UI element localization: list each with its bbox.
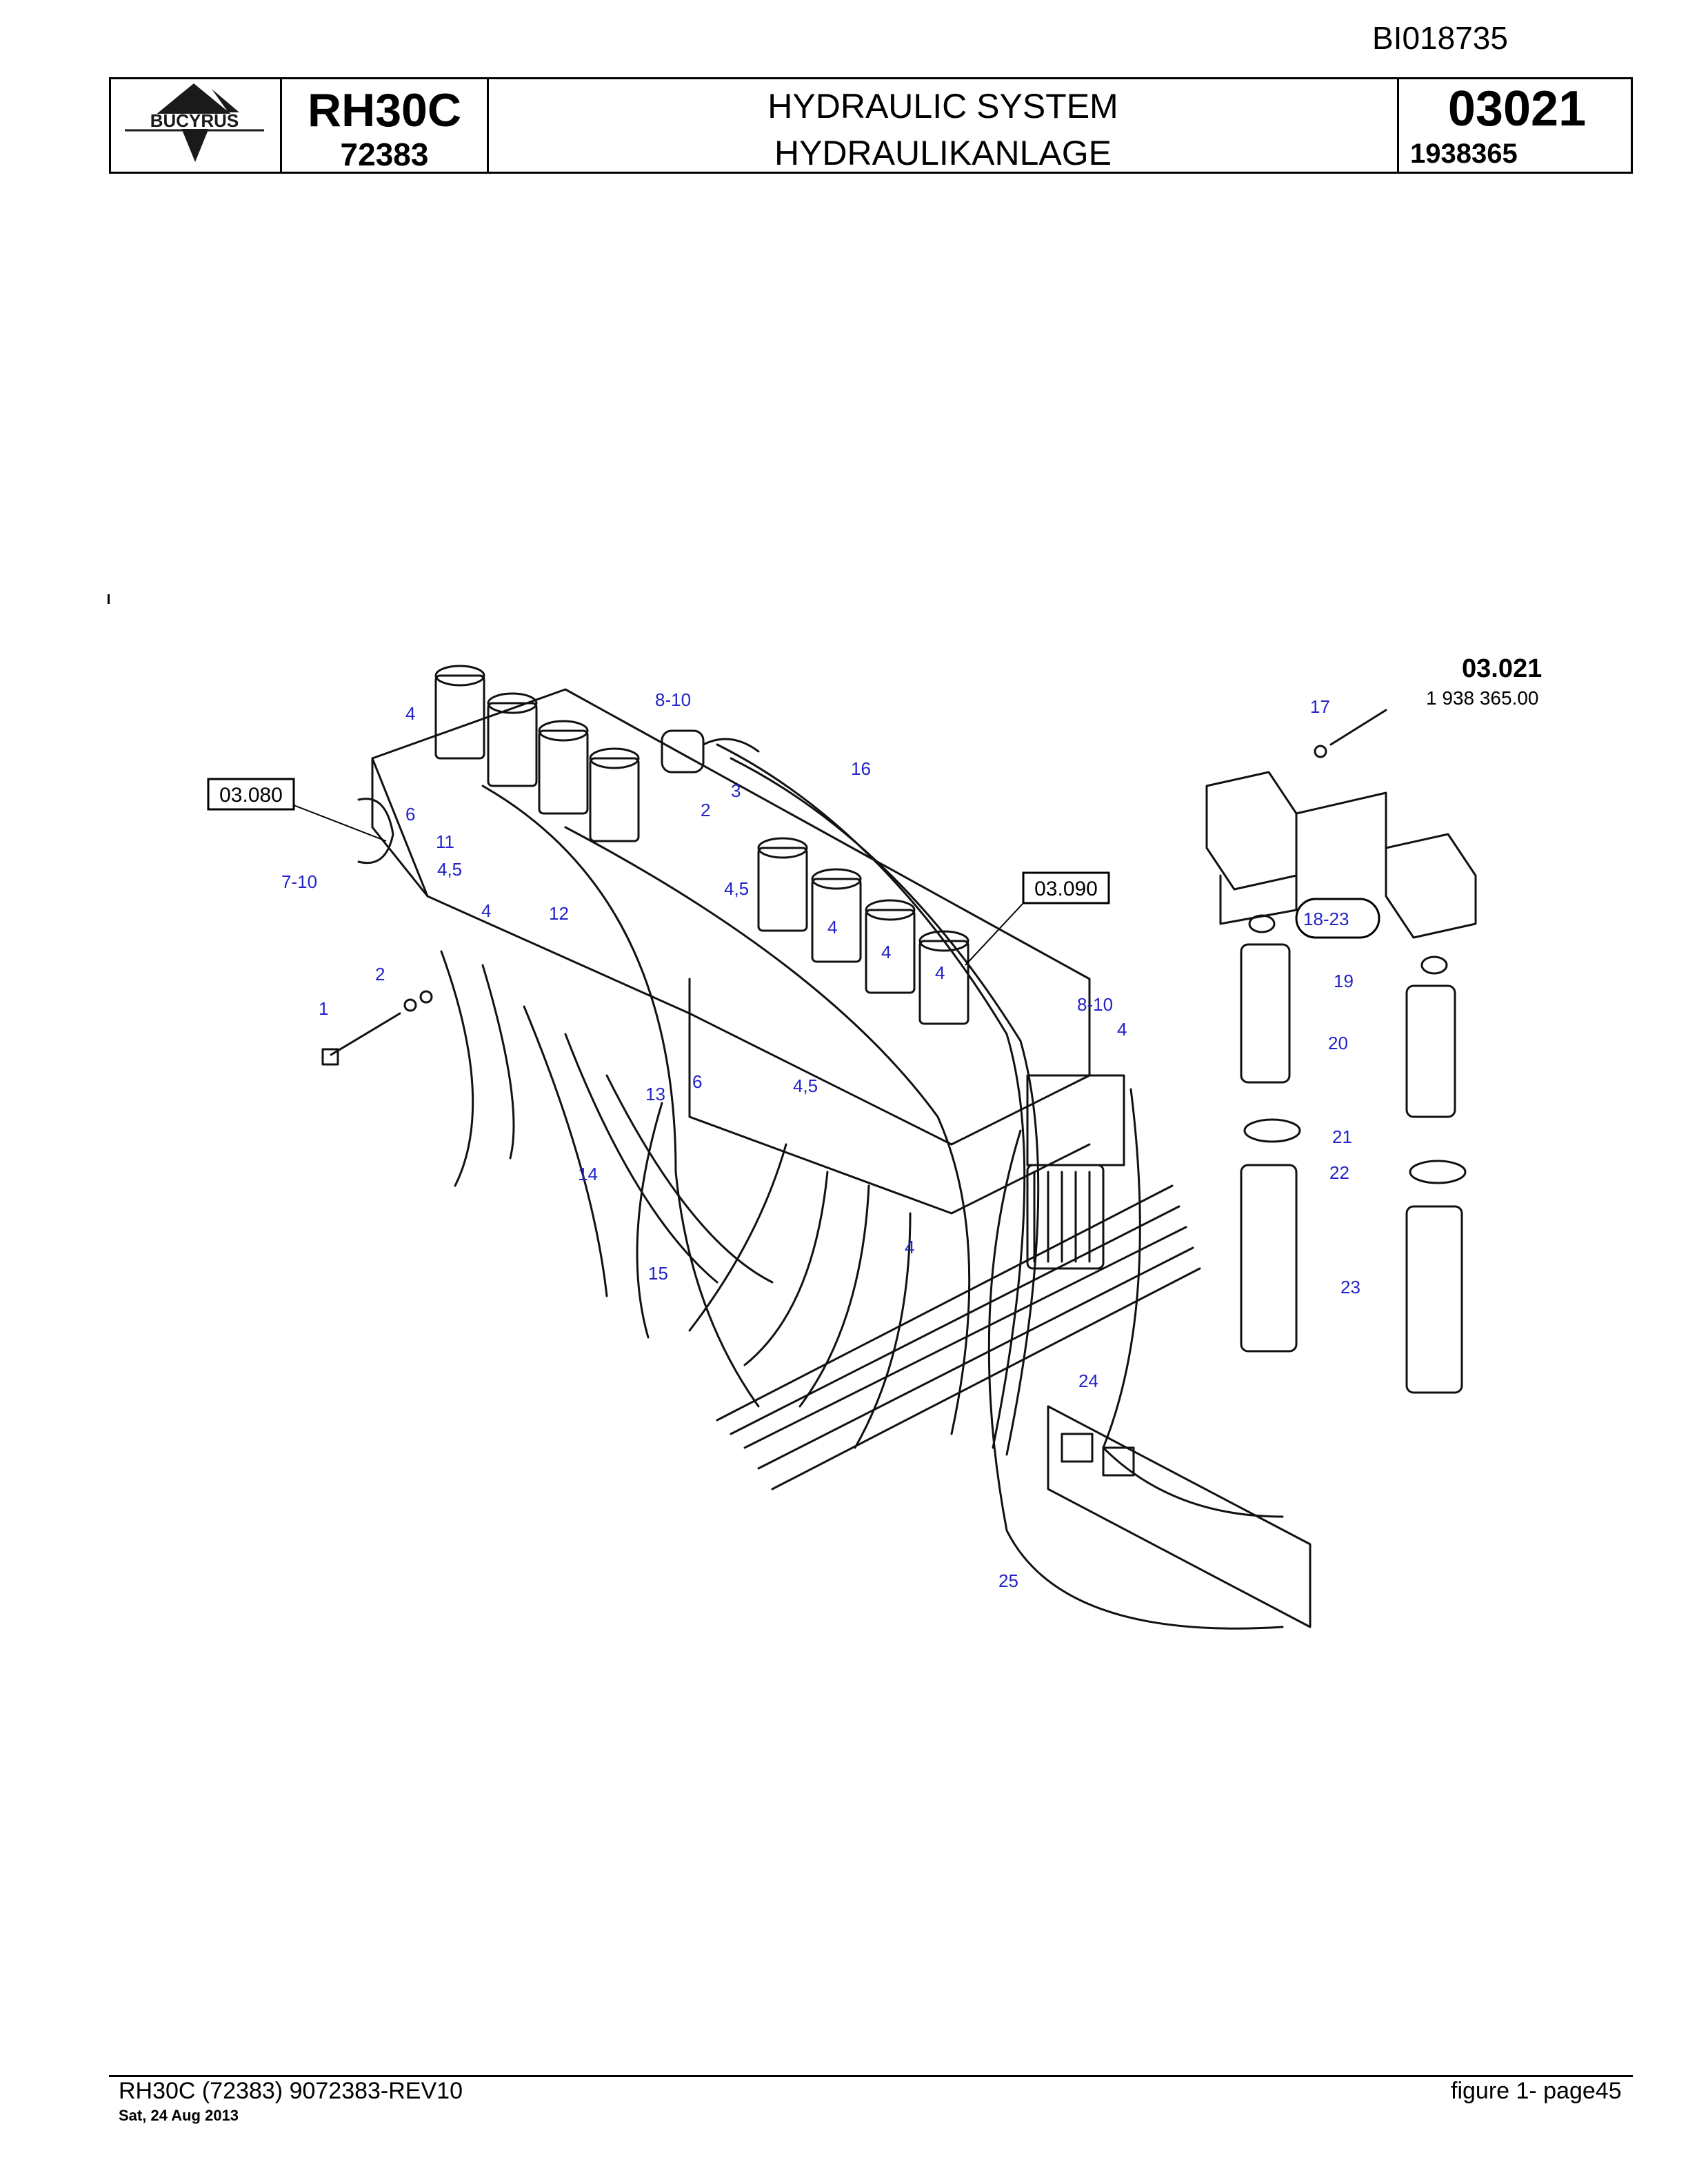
callout: 4	[405, 703, 415, 724]
callout: 4	[935, 962, 945, 983]
footer-page: figure 1- page45	[1451, 2078, 1622, 2104]
callout: 17	[1310, 696, 1330, 717]
callout: 16	[851, 758, 871, 779]
footer-date: Sat, 24 Aug 2013	[119, 2107, 239, 2124]
drawing-sub-number: 1 938 365.00	[1426, 687, 1539, 709]
callout: 8-10	[1077, 994, 1113, 1015]
callout: 19	[1334, 971, 1354, 991]
number-cell: 03021 1938365	[1399, 79, 1635, 172]
document-id: BI018735	[1372, 20, 1508, 56]
callout: 25	[998, 1570, 1018, 1591]
callout: 4	[881, 942, 891, 962]
section-number: 03021	[1447, 81, 1587, 136]
brand-text: BUCYRUS	[150, 110, 239, 131]
callout: 6	[405, 804, 415, 825]
callout: 23	[1340, 1277, 1360, 1297]
callout: 2	[375, 964, 385, 984]
title-german: HYDRAULIKANLAGE	[774, 134, 1112, 172]
callout: 3	[731, 780, 741, 801]
title-block: BUCYRUS RH30C 72383 HYDRAULIC SYSTEM HYD…	[109, 77, 1633, 174]
callout: 12	[549, 903, 569, 924]
callout: 6	[692, 1071, 702, 1092]
model-cell: RH30C 72383	[282, 79, 489, 172]
title-english: HYDRAULIC SYSTEM	[767, 87, 1118, 125]
callout: 21	[1332, 1126, 1352, 1147]
drawing-number: 03.021	[1462, 654, 1542, 683]
callout: 4	[1117, 1019, 1127, 1040]
title-cell: HYDRAULIC SYSTEM HYDRAULIKANLAGE	[489, 79, 1399, 172]
callout: 13	[645, 1084, 665, 1104]
callout: 2	[701, 800, 710, 820]
ref-box-03-080: 03.080	[219, 784, 283, 807]
footer-rule	[109, 2075, 1633, 2077]
callout: 4	[905, 1237, 914, 1257]
callout: 4	[481, 900, 491, 921]
callout: 8-10	[655, 689, 691, 710]
part-number: 1938365	[1410, 139, 1518, 169]
model-name: RH30C	[308, 84, 461, 136]
callout: 15	[648, 1263, 668, 1284]
bucyrus-logo-icon: BUCYRUS	[121, 83, 268, 162]
callout: 7-10	[281, 871, 317, 892]
callout: 20	[1328, 1033, 1348, 1053]
callout: 24	[1078, 1371, 1098, 1391]
footer-document-ref: RH30C (72383) 9072383-REV10	[119, 2078, 463, 2104]
ref-box-03-090: 03.090	[1034, 878, 1098, 900]
callout: 11	[436, 831, 454, 852]
model-code: 72383	[340, 136, 429, 172]
callout: 1	[319, 998, 328, 1019]
exploded-parts-drawing: 03.080 03.090 03.021 1 938 365.00 4 8-10…	[207, 654, 1542, 1630]
callout: 4,5	[724, 878, 749, 899]
callout: 4,5	[793, 1075, 818, 1096]
callout: 4	[827, 917, 837, 938]
stray-mark	[108, 594, 110, 604]
callout: 4,5	[437, 859, 462, 880]
callout: 18-23	[1303, 909, 1349, 929]
callout: 14	[578, 1164, 598, 1184]
callout: 22	[1329, 1162, 1349, 1183]
brand-logo: BUCYRUS	[111, 79, 282, 172]
